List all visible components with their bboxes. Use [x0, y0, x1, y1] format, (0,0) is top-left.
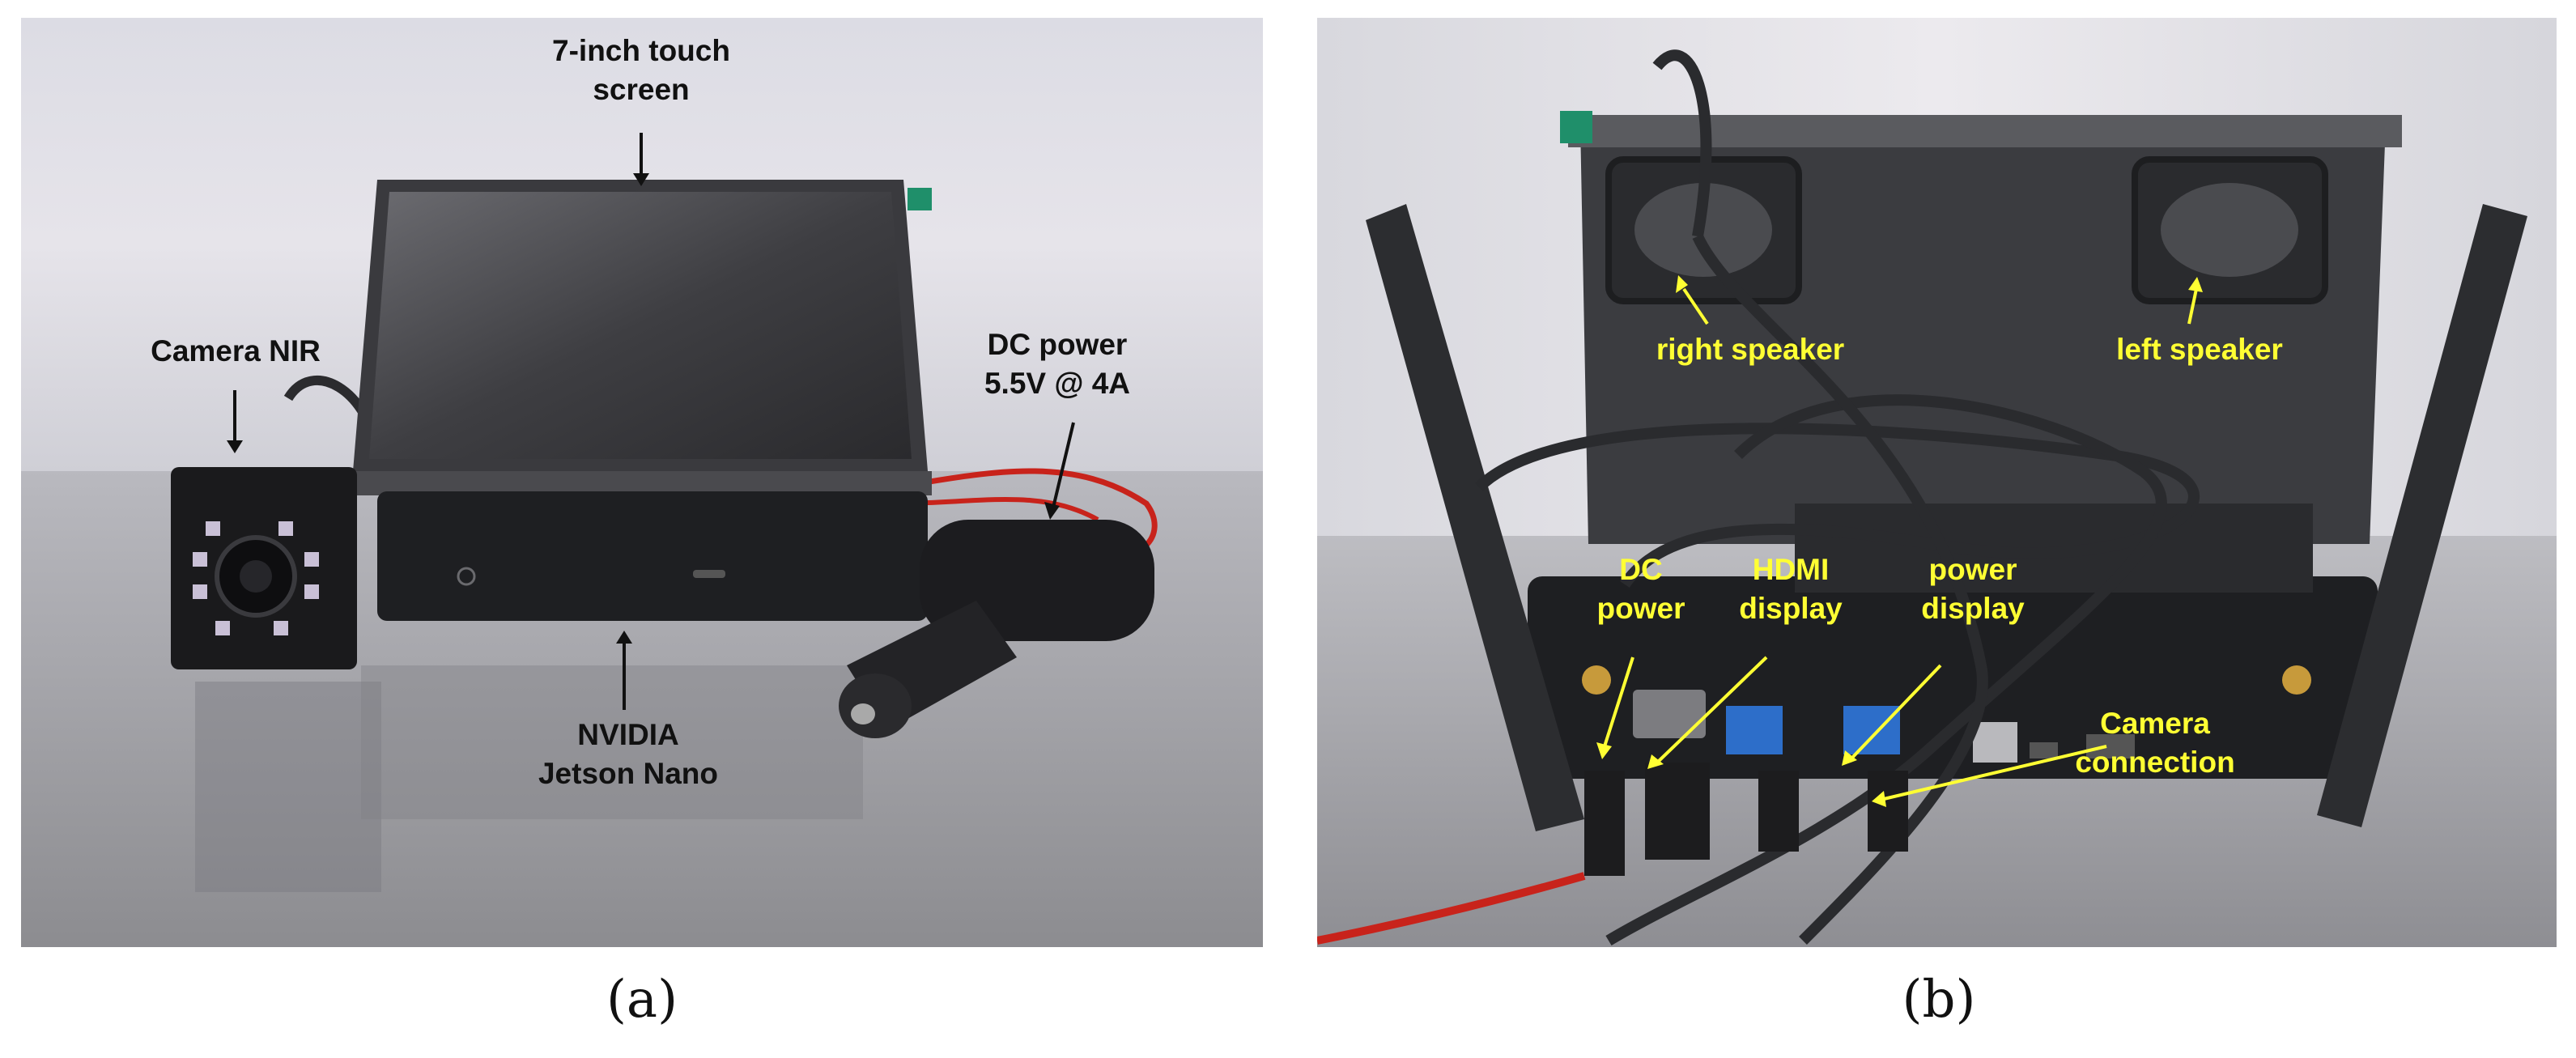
label-dc-power-b-line1: DC [1619, 553, 1663, 586]
label-touch-screen-line1: 7-inch touch [552, 34, 730, 67]
photo-a-scene [21, 18, 1263, 947]
antenna-right [2317, 204, 2527, 827]
photo-panel-a: 7-inch touch screen Camera NIR DC power … [21, 18, 1263, 947]
label-hdmi-line2: display [1739, 592, 1843, 625]
caption-a: (a) [606, 970, 678, 1030]
usb-port-1 [1726, 706, 1783, 754]
label-camera-nir-text: Camera NIR [151, 334, 321, 368]
label-dc-power-a-line2: 5.5V @ 4A [984, 367, 1131, 400]
label-touch-screen-line2: screen [593, 73, 690, 106]
label-jetson-nano: NVIDIA Jetson Nano [507, 716, 750, 793]
jetson-nano-case [377, 491, 928, 621]
label-camera-nir: Camera NIR [110, 332, 361, 371]
label-right-speaker: right speaker [1629, 330, 1872, 369]
touch-screen-display [369, 192, 912, 459]
usb-port-2 [1843, 706, 1900, 754]
photo-panel-b: right speaker left speaker DC power HDMI… [1317, 18, 2557, 947]
antenna-left [1366, 204, 1584, 831]
label-hdmi-display: HDMI display [1714, 550, 1868, 628]
label-dc-power-a: DC power 5.5V @ 4A [932, 325, 1183, 403]
label-right-speaker-text: right speaker [1656, 333, 1845, 366]
label-hdmi-line1: HDMI [1752, 553, 1830, 586]
label-camera-connection-line2: connection [2075, 746, 2235, 779]
caption-b: (b) [1902, 970, 1976, 1030]
label-jetson-line2: Jetson Nano [538, 757, 719, 790]
photo-b-scene [1317, 18, 2557, 947]
ir-leds [193, 521, 319, 635]
label-left-speaker: left speaker [2078, 330, 2321, 369]
label-touch-screen: 7-inch touch screen [520, 32, 763, 109]
label-power-display: power display [1896, 550, 2050, 628]
label-dc-power-b: DC power [1584, 550, 1698, 628]
antenna-connector-left [1582, 665, 1611, 695]
label-power-display-line2: display [1921, 592, 2025, 625]
label-left-speaker-text: left speaker [2116, 333, 2283, 366]
label-dc-power-a-line1: DC power [987, 328, 1128, 361]
red-cable-b [1317, 872, 1586, 945]
antenna-connector-right [2282, 665, 2311, 695]
label-jetson-line1: NVIDIA [577, 718, 679, 751]
ethernet-port [1973, 722, 2017, 763]
label-power-display-line1: power [1928, 553, 2017, 586]
label-dc-power-b-line2: power [1596, 592, 1685, 625]
yellow-arrows [1596, 275, 2203, 807]
power-button-icon [457, 567, 476, 586]
label-camera-connection: Camera connection [2054, 704, 2256, 782]
label-camera-connection-line1: Camera [2100, 707, 2210, 740]
hdmi-port [1633, 690, 1706, 738]
